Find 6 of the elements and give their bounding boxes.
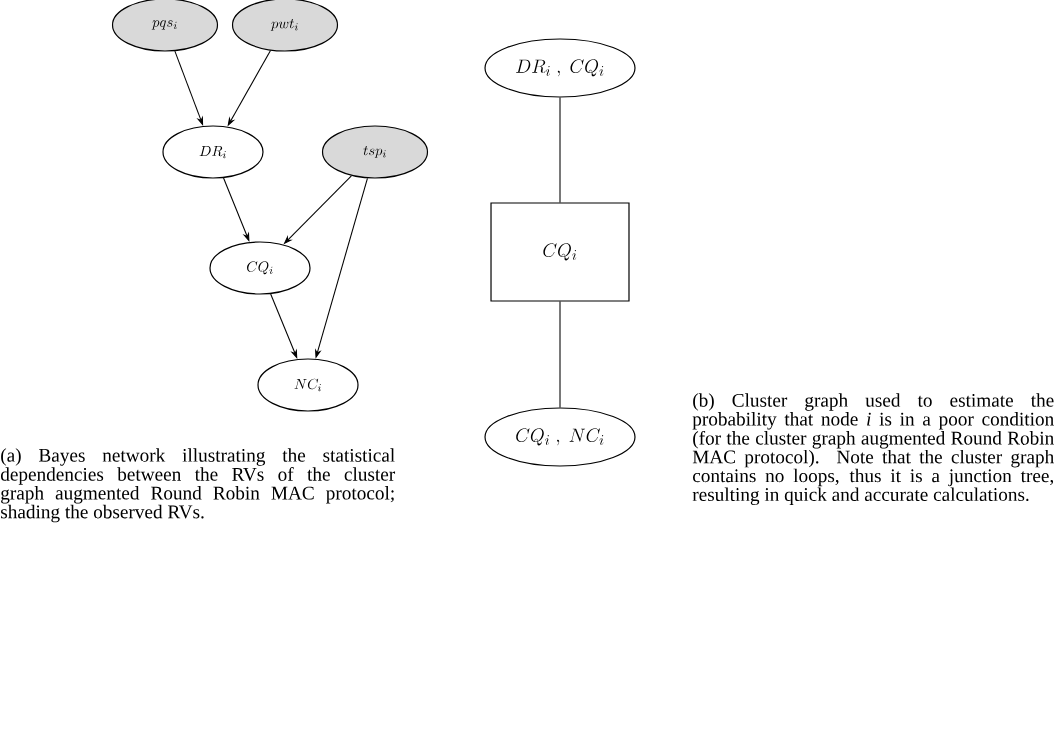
cluster-box: $CQ_i$ — [490, 202, 630, 302]
arrow — [270, 293, 298, 359]
connector-line — [559, 301, 561, 408]
caption: (a) Bayes network illustrating the statistical dependencies between the RVs of the cluster graph augmented Round Robin MAC protocol; shading the observed RVs. — [0, 448, 396, 523]
caption: (b) Cluster graph used to estimate the probability that node i is in a poor condition (for the cluster graph augmented Round Robin MAC protocol). Note that the cluster graph contains no loops, thus it is a junction tree, resulting in quick and accurate calculations. — [692, 393, 1054, 505]
connector-line — [559, 97, 561, 203]
